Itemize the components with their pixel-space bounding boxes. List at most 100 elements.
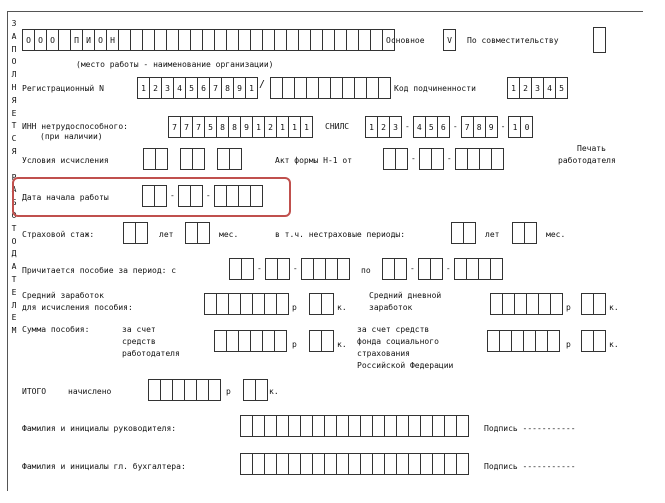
form-cell xyxy=(445,415,457,437)
form-cell xyxy=(335,29,347,51)
form-cell xyxy=(454,148,468,170)
employer-sum-kopecks[interactable] xyxy=(309,330,334,352)
form-cell xyxy=(331,77,343,99)
side-label-char: Е xyxy=(11,108,17,118)
date-segment xyxy=(417,258,443,280)
form-cell: 5 xyxy=(186,77,198,99)
daily-earnings-rubles[interactable] xyxy=(490,293,563,315)
main-job-checkbox[interactable]: V xyxy=(443,29,456,51)
total-rubles[interactable] xyxy=(148,379,221,401)
side-label-char: Е xyxy=(11,287,17,297)
form-cell xyxy=(457,453,469,475)
period-from-date[interactable]: -- xyxy=(229,258,350,280)
form-cell: 3 xyxy=(390,116,402,138)
form-cell xyxy=(512,330,524,352)
form-cell xyxy=(409,415,421,437)
date-dash: - xyxy=(257,264,262,273)
form-cell xyxy=(490,293,503,315)
form-cell xyxy=(385,453,397,475)
form-cell xyxy=(313,415,325,437)
form-cell xyxy=(445,453,457,475)
form-cell xyxy=(421,415,433,437)
total-kopecks[interactable] xyxy=(243,379,268,401)
main-job-label: Основное xyxy=(386,36,425,45)
side-label-char: О xyxy=(11,57,17,67)
avg-earnings-rubles[interactable] xyxy=(204,293,289,315)
form-cell: 7 xyxy=(460,116,474,138)
form-cell xyxy=(307,77,319,99)
date-dash: - xyxy=(411,154,416,163)
conditions-code-3[interactable] xyxy=(217,148,242,170)
form-cell: И xyxy=(83,29,95,51)
period-to-date[interactable]: -- xyxy=(382,258,503,280)
snils-dash: - xyxy=(405,122,410,131)
date-segment xyxy=(300,258,350,280)
form-cell xyxy=(551,293,563,315)
start-date[interactable]: -- xyxy=(142,185,263,207)
stage-months-cells[interactable] xyxy=(185,222,210,244)
daily-earnings-kopecks[interactable] xyxy=(581,293,606,315)
form-cell xyxy=(311,29,323,51)
fund-sum-kopecks[interactable] xyxy=(581,330,606,352)
part-time-checkbox[interactable] xyxy=(593,27,606,53)
form-cell xyxy=(289,415,301,437)
form-cell: О xyxy=(35,29,47,51)
form-cell xyxy=(275,330,287,352)
form-cell xyxy=(313,258,326,280)
form-cell xyxy=(190,185,203,207)
date-segment xyxy=(454,148,504,170)
insurance-stage-label: Страховой стаж: xyxy=(22,230,95,239)
form-cell xyxy=(467,148,480,170)
snils-dash: - xyxy=(500,122,506,131)
form-cell xyxy=(215,29,227,51)
reg-number-extra-cells[interactable] xyxy=(270,77,391,99)
conditions-code-1[interactable] xyxy=(143,148,168,170)
form-cell xyxy=(379,77,391,99)
form-cell: 6 xyxy=(437,116,450,138)
form-cell xyxy=(478,258,491,280)
conditions-code-2[interactable] xyxy=(180,148,205,170)
noninsurance-years-cells[interactable] xyxy=(451,222,476,244)
form-cell: 1 xyxy=(508,116,522,138)
form-cell xyxy=(161,379,173,401)
form-cell xyxy=(457,415,469,437)
form-cell xyxy=(361,415,373,437)
form-cell xyxy=(349,453,361,475)
form-cell xyxy=(373,415,385,437)
stage-years-cells[interactable] xyxy=(123,222,148,244)
avg-earnings-kopecks[interactable] xyxy=(309,293,334,315)
act-n1-date[interactable]: -- xyxy=(383,148,504,170)
form-cell xyxy=(479,148,492,170)
avg-r-unit: р xyxy=(292,303,297,312)
form-cell xyxy=(264,258,278,280)
form-cell: 2 xyxy=(150,77,162,99)
form-cell xyxy=(277,453,289,475)
benefit-sum-label: Сумма пособия: xyxy=(22,325,90,334)
form-cell xyxy=(241,293,253,315)
form-cell xyxy=(367,77,379,99)
form-cell xyxy=(418,148,432,170)
form-cell xyxy=(250,185,263,207)
employer-sum-rubles[interactable] xyxy=(214,330,287,352)
noninsurance-months-cells[interactable] xyxy=(512,222,537,244)
form-cell xyxy=(343,77,355,99)
form-cell xyxy=(301,415,313,437)
head-name-label: Фамилия и инициалы руководителя: xyxy=(22,424,177,433)
form-cell xyxy=(155,185,167,207)
head-name-cells[interactable] xyxy=(240,415,469,437)
form-cell: 4 xyxy=(174,77,186,99)
subordination-label: Код подчиненности xyxy=(394,84,476,93)
form-cell: О xyxy=(47,29,59,51)
form-cell xyxy=(179,29,191,51)
fund-sum-rubles[interactable] xyxy=(487,330,560,352)
accountant-name-cells[interactable] xyxy=(240,453,469,475)
form-cell: 3 xyxy=(162,77,174,99)
inn-sublabel: (при наличии) xyxy=(40,132,103,141)
form-cell xyxy=(539,293,551,315)
employer-funds-2: средств xyxy=(122,337,156,346)
